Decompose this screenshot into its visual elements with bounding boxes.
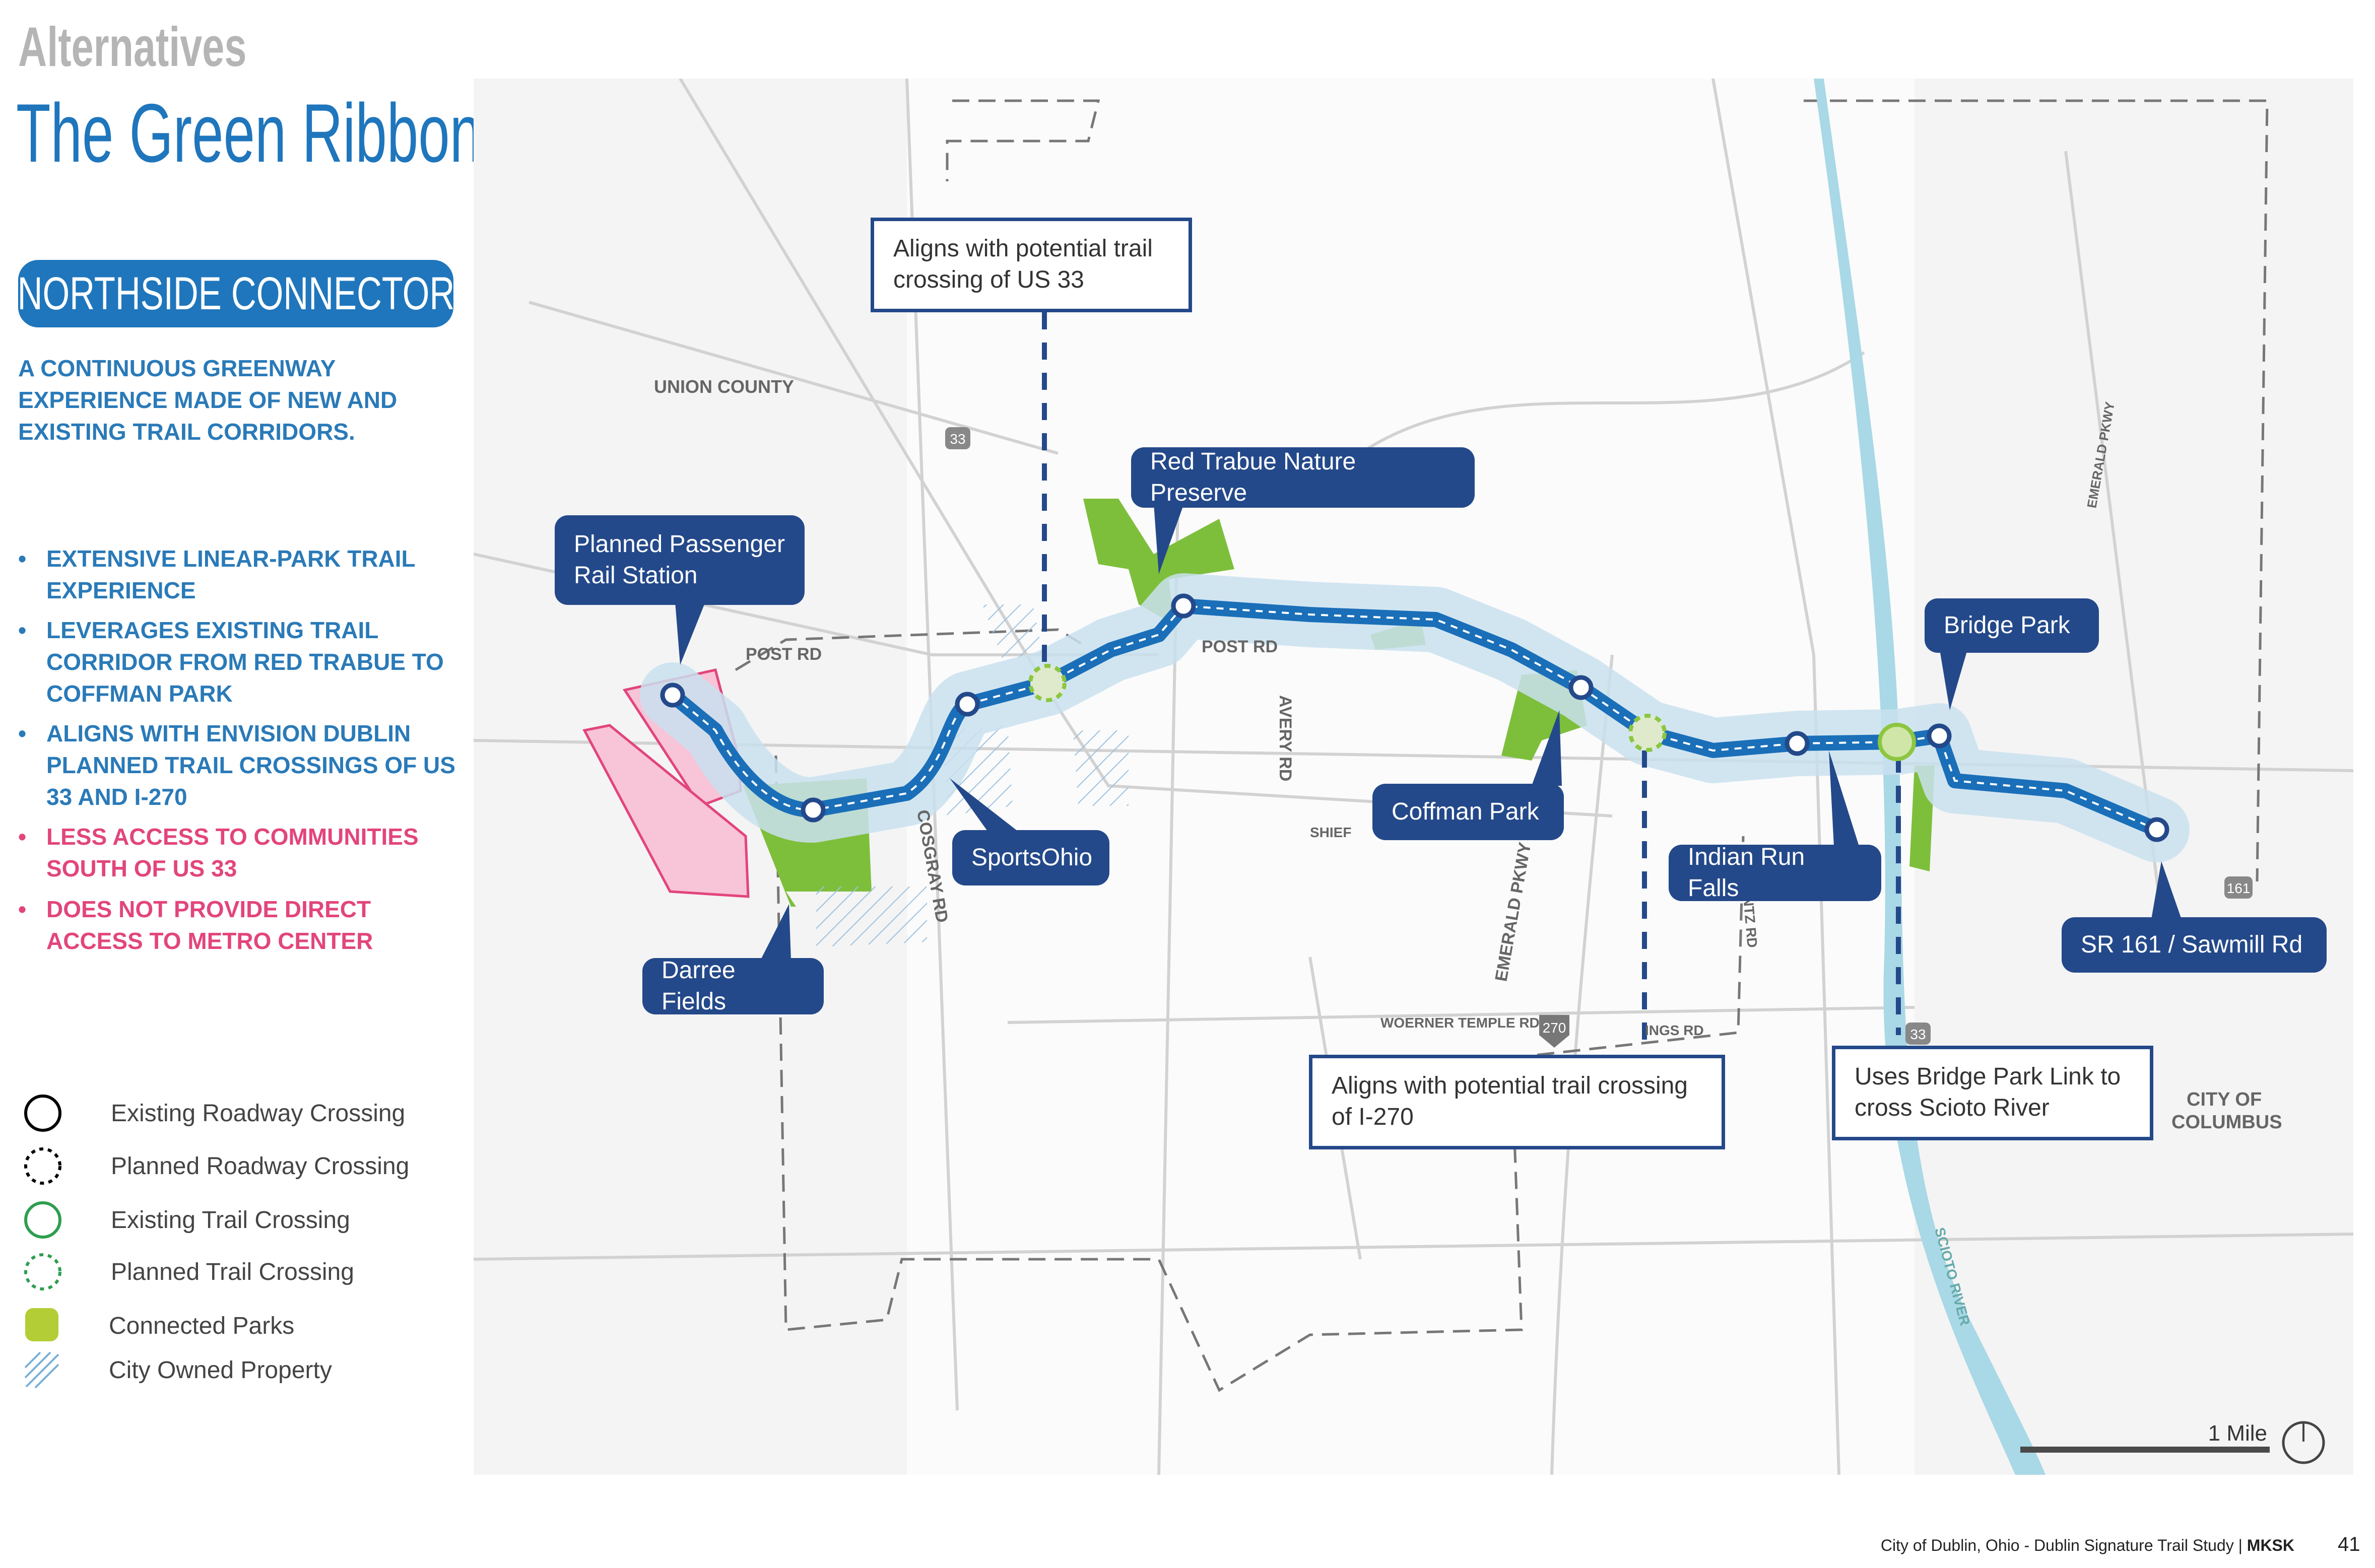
callout-red-trabue[interactable]: Red Trabue Nature Preserve bbox=[1131, 447, 1475, 508]
callout-indian-run-falls[interactable]: Indian Run Falls bbox=[1669, 844, 1881, 902]
legend-label: Planned Roadway Crossing bbox=[111, 1152, 410, 1180]
section-label: Alternatives bbox=[18, 16, 247, 78]
page-number: 41 bbox=[2338, 1533, 2360, 1555]
svg-text:161: 161 bbox=[2227, 880, 2251, 896]
callout-label: Planned Passenger Rail Station bbox=[574, 531, 785, 589]
callout-label: Bridge Park bbox=[1944, 612, 2070, 639]
footer-firm: MKSK bbox=[2247, 1536, 2294, 1554]
callout-sr161[interactable]: SR 161 / Sawmill Rd bbox=[2062, 917, 2327, 973]
scioto-river bbox=[1814, 79, 2046, 1475]
planned-trail-crossings[interactable] bbox=[1028, 664, 1667, 752]
note-leaders bbox=[1042, 312, 1901, 1043]
dashed-circle-icon bbox=[24, 1147, 61, 1185]
legend-planned-trail: Planned Trail Crossing bbox=[20, 1252, 354, 1292]
map-canvas: UNION COUNTY POST RD POST RD AVERY RD CO… bbox=[474, 79, 2353, 1475]
callout-rail-station[interactable]: Planned Passenger Rail Station bbox=[555, 515, 805, 605]
callout-coffman-park[interactable]: Coffman Park bbox=[1372, 784, 1564, 840]
footer: City of Dublin, Ohio - Dublin Signature … bbox=[1880, 1536, 2294, 1554]
legend-label: Existing Trail Crossing bbox=[111, 1206, 350, 1234]
callout-label: SportsOhio bbox=[971, 844, 1093, 871]
pro-item: LEVERAGES EXISTING TRAIL CORRIDOR FROM R… bbox=[18, 615, 461, 710]
svg-text:CITY OF: CITY OF bbox=[2187, 1089, 2262, 1110]
footer-text: City of Dublin, Ohio - Dublin Signature … bbox=[1880, 1536, 2234, 1554]
trail-centerline bbox=[672, 604, 2157, 831]
legend-city-property: City Owned Property bbox=[20, 1350, 332, 1390]
con-item: LESS ACCESS TO COMMUNITIES SOUTH OF US 3… bbox=[18, 821, 461, 884]
solid-circle-icon bbox=[24, 1095, 61, 1132]
callout-label: Coffman Park bbox=[1392, 798, 1539, 825]
alternative-name: NORTHSIDE CONNECTOR bbox=[17, 267, 454, 319]
note-text: Aligns with potential trail crossing of … bbox=[893, 235, 1153, 293]
callout-label: Indian Run Falls bbox=[1688, 844, 1805, 902]
svg-text:POST RD: POST RD bbox=[746, 645, 822, 664]
page-title: The Green Ribbon bbox=[16, 87, 482, 179]
svg-text:POST RD: POST RD bbox=[1202, 637, 1278, 656]
route-shields: 33 33 270 161 bbox=[945, 427, 2253, 1048]
legend-existing-roadway: Existing Roadway Crossing bbox=[20, 1093, 405, 1133]
legend-label: City Owned Property bbox=[109, 1356, 332, 1384]
note-text: Aligns with potential trail crossing of … bbox=[1332, 1072, 1688, 1130]
roadway-crossings[interactable] bbox=[660, 593, 2169, 842]
trail-map[interactable]: UNION COUNTY POST RD POST RD AVERY RD CO… bbox=[474, 79, 2353, 1475]
alternative-summary: A CONTINUOUS GREENWAY EXPERIENCE MADE OF… bbox=[18, 355, 398, 445]
svg-text:EMERALD PKWY: EMERALD PKWY bbox=[2084, 400, 2118, 509]
callout-label: Red Trabue Nature Preserve bbox=[1150, 448, 1356, 506]
svg-text:UNION COUNTY: UNION COUNTY bbox=[654, 376, 794, 397]
pro-item: ALIGNS WITH ENVISION DUBLIN PLANNED TRAI… bbox=[18, 718, 461, 813]
hatch-swatch-icon bbox=[24, 1351, 59, 1389]
legend-planned-roadway: Planned Roadway Crossing bbox=[20, 1146, 409, 1186]
note-text: Uses Bridge Park Link to cross Scioto Ri… bbox=[1855, 1063, 2121, 1121]
svg-text:SHIEF: SHIEF bbox=[1310, 825, 1351, 840]
note-i270-crossing: Aligns with potential trail crossing of … bbox=[1309, 1055, 1725, 1149]
callout-darree-fields[interactable]: Darree Fields bbox=[642, 957, 824, 1015]
note-us33-crossing: Aligns with potential trail crossing of … bbox=[871, 218, 1192, 312]
svg-text:1 Mile: 1 Mile bbox=[2208, 1421, 2267, 1446]
alternative-badge: NORTHSIDE CONNECTOR bbox=[17, 260, 454, 327]
svg-text:WOERNER TEMPLE RD: WOERNER TEMPLE RD bbox=[1380, 1015, 1540, 1031]
legend-parks: Connected Parks bbox=[20, 1306, 294, 1346]
callout-label: SR 161 / Sawmill Rd bbox=[2081, 931, 2303, 958]
legend-existing-trail: Existing Trail Crossing bbox=[20, 1200, 350, 1240]
svg-text:AVERY RD: AVERY RD bbox=[1276, 695, 1295, 781]
callout-bridge-park[interactable]: Bridge Park bbox=[1925, 598, 2099, 653]
callout-tails bbox=[675, 504, 2182, 960]
svg-text:INGS RD: INGS RD bbox=[1645, 1022, 1704, 1038]
green-dashed-circle-icon bbox=[24, 1253, 61, 1290]
callout-label: Darree Fields bbox=[662, 957, 736, 1015]
green-circle-icon bbox=[24, 1201, 61, 1239]
callout-sportsohio[interactable]: SportsOhio bbox=[952, 830, 1109, 885]
pro-item: EXTENSIVE LINEAR-PARK TRAIL EXPERIENCE bbox=[18, 543, 461, 606]
legend-label: Existing Roadway Crossing bbox=[111, 1100, 406, 1127]
scale-bar: 1 Mile bbox=[2020, 1421, 2325, 1464]
existing-trail-crossing[interactable] bbox=[1878, 723, 1916, 761]
svg-text:33: 33 bbox=[1910, 1027, 1926, 1042]
legend-label: Connected Parks bbox=[109, 1312, 295, 1339]
legend-label: Planned Trail Crossing bbox=[111, 1258, 354, 1285]
svg-text:COLUMBUS: COLUMBUS bbox=[2171, 1112, 2282, 1133]
park-swatch-icon bbox=[25, 1308, 58, 1341]
svg-text:270: 270 bbox=[1543, 1020, 1566, 1036]
svg-text:33: 33 bbox=[950, 431, 965, 447]
con-item: DOES NOT PROVIDE DIRECT ACCESS TO METRO … bbox=[18, 894, 461, 957]
north-arrow-icon bbox=[2282, 1421, 2325, 1464]
note-scioto-crossing: Uses Bridge Park Link to cross Scioto Ri… bbox=[1832, 1046, 2153, 1140]
